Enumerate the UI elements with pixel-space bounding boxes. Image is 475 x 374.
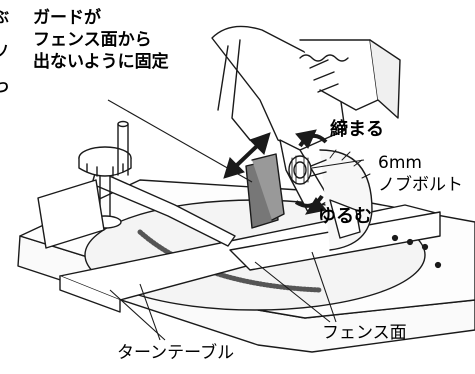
guard-note-line-2: フェンス面から — [33, 30, 152, 50]
tighten-label: 締まる — [330, 119, 384, 140]
fence-face-label: フェンス面 — [322, 323, 407, 343]
leader-fence-2 — [311, 251, 337, 323]
turntable-label: ターンテーブル — [117, 343, 235, 363]
bolt-size: 6mm — [378, 153, 422, 173]
leader-fence-1 — [254, 261, 331, 323]
guard-note-label: ガードが フェンス面から 出ないように固定 — [33, 7, 169, 73]
edge-mark-1: ぶ — [0, 8, 10, 26]
spring-coil — [299, 54, 349, 62]
edge-mark-3: つ — [0, 78, 10, 96]
bolt-label: 6mm ノブボルト — [378, 152, 463, 196]
loosen-label: ゆるむ — [318, 206, 372, 227]
leader-turntable-2 — [109, 289, 166, 341]
tighten-arrow — [295, 129, 328, 149]
loosen-arrow — [294, 194, 327, 215]
slide-direction-arrow — [223, 132, 271, 179]
edge-mark-2: ソ — [0, 42, 10, 60]
leader-bolt — [311, 159, 365, 169]
leader-turntable — [139, 283, 161, 341]
bolt-name: ノブボルト — [378, 175, 463, 195]
guard-note-line-3: 出ないように固定 — [33, 52, 169, 72]
guard-note-line-1: ガードが — [33, 8, 101, 28]
